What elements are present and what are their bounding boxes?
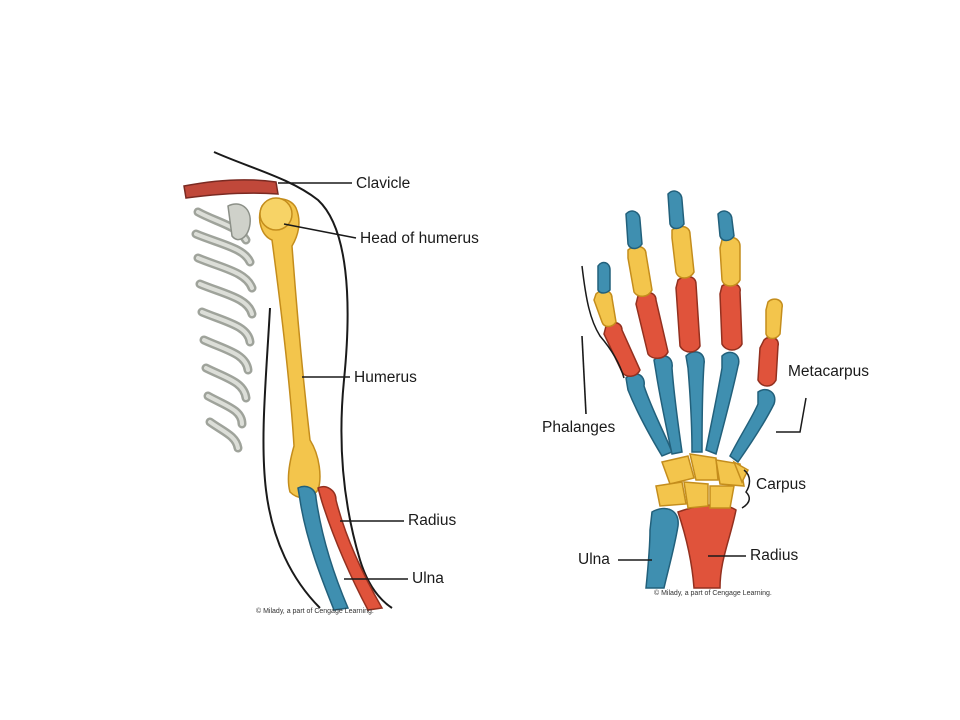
label-head-of-humerus: Head of humerus [360, 230, 479, 247]
label-carpus: Carpus [756, 476, 806, 493]
arm-ulna-bone [297, 485, 350, 611]
arm-diagram [183, 151, 408, 611]
label-hand-ulna: Ulna [578, 551, 610, 568]
label-hand-radius: Radius [750, 547, 799, 564]
clavicle-bone [183, 179, 279, 199]
metacarpus-bracket [776, 397, 807, 433]
shoulder-outline [213, 151, 393, 609]
distal-phalanges [597, 190, 735, 294]
hand-radius-bone [677, 504, 737, 589]
phalanges-bracket [581, 265, 625, 379]
hand-brackets [581, 265, 807, 509]
carpal-bones [655, 453, 749, 509]
humerus-bone [258, 198, 321, 499]
humerus-head [259, 197, 293, 231]
scapula [227, 203, 251, 241]
proximal-phalanges [603, 275, 779, 387]
carpus-bracket [741, 469, 751, 509]
label-metacarpus: Metacarpus [788, 363, 869, 380]
metacarpal-bones [625, 351, 776, 464]
arm-leader-lines [278, 182, 408, 580]
label-humerus: Humerus [354, 369, 417, 386]
arm-credit: © Milady, a part of Cengage Learning. [256, 608, 374, 615]
label-phalanges: Phalanges [542, 419, 616, 436]
label-arm-ulna: Ulna [412, 570, 444, 587]
label-arm-radius: Radius [408, 512, 457, 529]
hand-leader-lines [581, 335, 746, 561]
hand-diagram [581, 190, 807, 589]
armpit-outline [262, 307, 321, 609]
hand-ulna-bone [645, 507, 679, 589]
label-clavicle: Clavicle [356, 175, 411, 192]
hand-credit: © Milady, a part of Cengage Learning. [654, 590, 772, 597]
